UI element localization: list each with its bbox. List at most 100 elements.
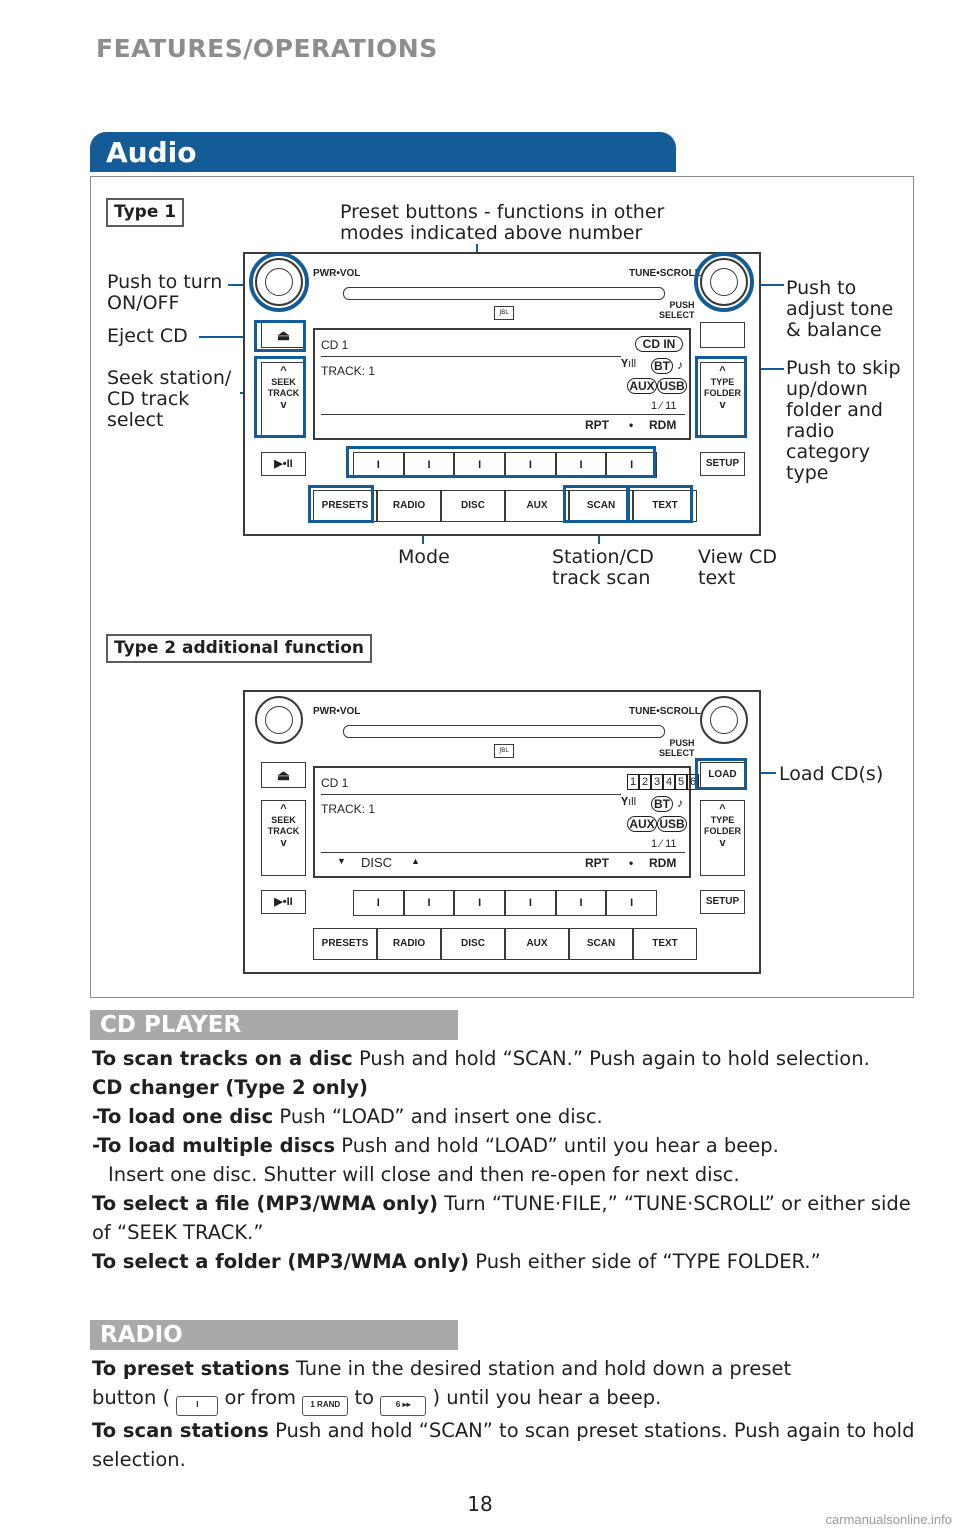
watermark: carmanualsonline.info bbox=[825, 1512, 952, 1527]
tune-scroll-knob[interactable] bbox=[700, 696, 748, 744]
preset-button[interactable]: I bbox=[555, 890, 607, 916]
blank-button[interactable] bbox=[700, 322, 745, 348]
cd-scan-paragraph: To scan tracks on a disc Push and hold “… bbox=[92, 1047, 870, 1070]
disc-number: 5 bbox=[675, 774, 687, 790]
highlight-tune bbox=[694, 252, 754, 312]
disc-slot-indicators: 1 2 3 4 5 6 bbox=[627, 774, 699, 790]
radio-heading: RADIO bbox=[90, 1320, 458, 1350]
aux-button[interactable]: AUX bbox=[505, 928, 569, 960]
bt-indicator: BT bbox=[651, 796, 673, 812]
preset-button[interactable]: I bbox=[403, 890, 455, 916]
cd-slot bbox=[343, 725, 665, 738]
callout-seek: Seek station/ CD track select bbox=[107, 367, 232, 431]
highlight-scan bbox=[563, 485, 629, 523]
preset-button[interactable]: I bbox=[505, 890, 556, 916]
callout-scan: Station/CD track scan bbox=[552, 546, 654, 589]
text-button[interactable]: TEXT bbox=[633, 928, 697, 960]
eject-button[interactable]: ⏏ bbox=[261, 322, 306, 348]
type-folder-label: TYPE FOLDER bbox=[704, 377, 741, 398]
display-screen: CD 1 TRACK: 1 CD IN 𝐘ıll BT ♪ AUX USB 1 … bbox=[313, 328, 691, 440]
highlight-power bbox=[249, 252, 309, 312]
brand-logo: JBL bbox=[494, 306, 514, 320]
display-line1: CD 1 bbox=[321, 338, 349, 352]
cd-select-file-paragraph: To select a file (MP3/WMA only) Turn “TU… bbox=[92, 1192, 911, 1244]
music-note-icon: ♪ bbox=[677, 796, 683, 810]
callout-view-text: View CD text bbox=[698, 546, 778, 589]
cd-player-heading: CD PLAYER bbox=[90, 1010, 458, 1040]
highlight-eject bbox=[254, 320, 306, 352]
seek-track-label: SEEK TRACK bbox=[267, 815, 300, 836]
cd-player-text: To scan tracks on a disc Push and hold “… bbox=[92, 1044, 922, 1276]
page-header: FEATURES/OPERATIONS bbox=[96, 34, 438, 63]
rdm-indicator: RDM bbox=[649, 856, 677, 870]
presets-button[interactable]: PRESETS bbox=[313, 490, 377, 522]
leader-line bbox=[199, 336, 259, 338]
aux-button[interactable]: AUX bbox=[505, 490, 569, 522]
callout-mode: Mode bbox=[398, 546, 450, 568]
disc-number: 4 bbox=[663, 774, 675, 790]
setup-button[interactable]: SETUP bbox=[700, 890, 745, 914]
bt-indicator: BT bbox=[651, 358, 673, 374]
preset-button[interactable]: I bbox=[606, 890, 658, 916]
disc-button[interactable]: DISC bbox=[441, 490, 505, 522]
disc-up-arrow-icon: ▲ bbox=[411, 856, 420, 866]
rpt-indicator: RPT bbox=[585, 418, 609, 432]
preset-button[interactable]: I bbox=[353, 890, 404, 916]
radio-preset-paragraph: To preset stations Tune in the desired s… bbox=[92, 1357, 792, 1380]
highlight-seek bbox=[254, 356, 306, 438]
head-unit-type2: PWR•VOL TUNE•SCROLL PUSH SELECT JBL ⏏ ^S… bbox=[243, 690, 761, 974]
preset-button[interactable]: I bbox=[454, 890, 506, 916]
highlight-text bbox=[627, 485, 693, 523]
disc-number: 1 bbox=[627, 774, 639, 790]
track-fraction: 1 ⁄ 11 bbox=[651, 400, 677, 412]
power-volume-knob[interactable] bbox=[255, 696, 303, 744]
dot-separator: • bbox=[629, 856, 634, 870]
leader-line bbox=[746, 284, 784, 286]
mode-button-row: PRESETS RADIO DISC AUX SCAN TEXT bbox=[313, 928, 697, 960]
eject-button[interactable]: ⏏ bbox=[261, 762, 306, 788]
callout-eject: Eject CD bbox=[107, 325, 188, 347]
rpt-indicator: RPT bbox=[585, 856, 609, 870]
pwr-vol-label: PWR•VOL bbox=[313, 268, 361, 279]
scan-button[interactable]: SCAN bbox=[569, 490, 633, 522]
usb-indicator: USB bbox=[657, 378, 687, 394]
preset-button-row: I I I I I I bbox=[353, 890, 658, 916]
cd-changer-heading: CD changer (Type 2 only) bbox=[92, 1076, 368, 1099]
disc-down-arrow-icon: ▼ bbox=[337, 856, 346, 866]
music-note-icon: ♪ bbox=[677, 358, 683, 372]
cd-load-multiple-cont: Insert one disc. Shutter will close and … bbox=[108, 1163, 740, 1186]
setup-button[interactable]: SETUP bbox=[700, 452, 745, 476]
brand-logo: JBL bbox=[494, 744, 514, 758]
callout-load: Load CD(s) bbox=[779, 763, 884, 785]
radio-button[interactable]: RADIO bbox=[377, 490, 441, 522]
mode-button-row: PRESETS RADIO DISC AUX SCAN TEXT bbox=[313, 490, 697, 522]
play-pause-button[interactable]: ▶•II bbox=[261, 452, 306, 476]
highlight-load bbox=[695, 758, 747, 790]
display-divider bbox=[321, 356, 621, 357]
highlight-type-folder bbox=[695, 356, 747, 438]
play-pause-button[interactable]: ▶•II bbox=[261, 890, 306, 914]
audio-section-tab: Audio bbox=[90, 132, 676, 172]
preset-key-6-icon: 6 ▸▸ bbox=[380, 1396, 427, 1416]
preset-button[interactable]: I bbox=[353, 452, 404, 478]
scan-button[interactable]: SCAN bbox=[569, 928, 633, 960]
disc-button[interactable]: DISC bbox=[441, 928, 505, 960]
type1-label: Type 1 bbox=[106, 198, 185, 227]
presets-button[interactable]: PRESETS bbox=[313, 928, 377, 960]
disc-number: 2 bbox=[639, 774, 651, 790]
signal-icon: 𝐘ıll bbox=[621, 358, 637, 370]
text-button[interactable]: TEXT bbox=[633, 490, 697, 522]
display-divider bbox=[321, 794, 621, 795]
radio-button[interactable]: RADIO bbox=[377, 928, 441, 960]
push-select-label: PUSH SELECT bbox=[659, 738, 695, 758]
disc-label: DISC bbox=[361, 855, 393, 870]
tune-scroll-label: TUNE•SCROLL bbox=[629, 706, 701, 717]
callout-preset-buttons: Preset buttons - functions in other mode… bbox=[340, 201, 665, 244]
display-divider bbox=[321, 414, 685, 415]
page-number: 18 bbox=[467, 1492, 493, 1516]
tune-scroll-label: TUNE•SCROLL bbox=[629, 268, 701, 279]
